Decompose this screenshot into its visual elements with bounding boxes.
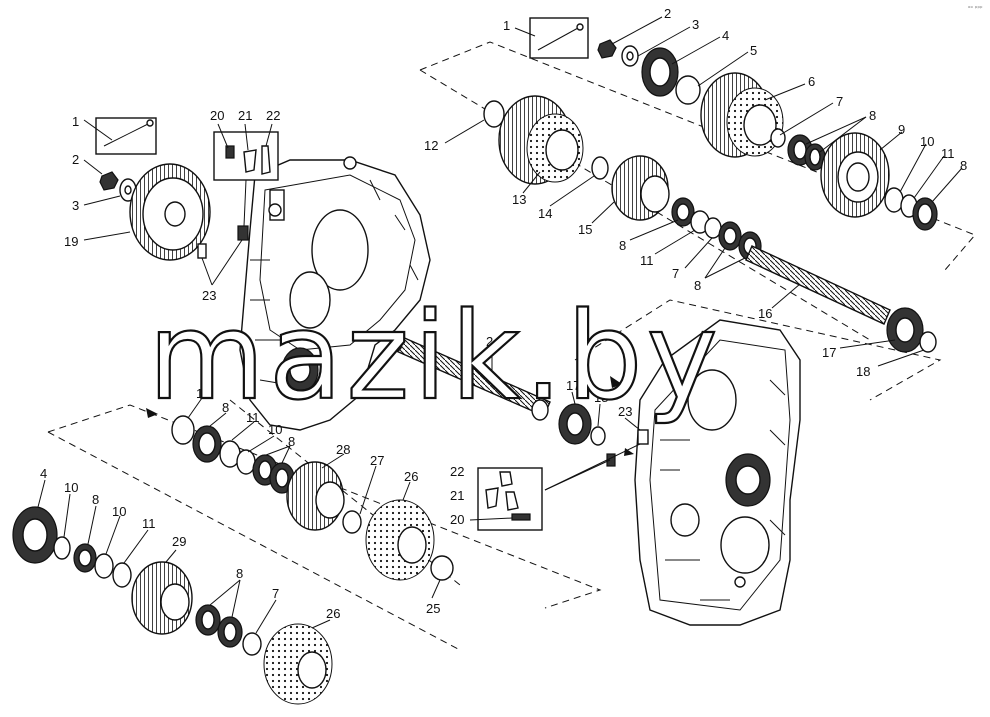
callout: 22 (266, 108, 280, 123)
callout: 8 (694, 278, 701, 293)
callout-numbers: 1 2 3 4 5 6 7 8 8 9 10 11 8 12 13 14 15 … (40, 6, 967, 621)
callout: 21 (238, 108, 252, 123)
callout: 7 (836, 94, 843, 109)
callout: 1 (72, 114, 79, 129)
corner-mark: ᵒᵒ ᵖᵖᵖ (968, 5, 983, 12)
callout: 17 (822, 345, 836, 360)
callout: 20 (450, 512, 464, 527)
callout: 2 (72, 152, 79, 167)
callout: 22 (450, 464, 464, 479)
callout: 10 (268, 422, 282, 437)
right-gearbox-housing (634, 319, 801, 626)
callout: 18 (594, 390, 608, 405)
callout: 6 (808, 74, 815, 89)
callout: 27 (370, 453, 384, 468)
callout: 23 (618, 404, 632, 419)
callout: 7 (672, 266, 679, 281)
callout: 7 (272, 586, 279, 601)
callout: 12 (196, 386, 210, 401)
callout: 2 (664, 6, 671, 21)
callout: 14 (538, 206, 552, 221)
callout: 8 (869, 108, 876, 123)
callout: 13 (512, 192, 526, 207)
left-gearbox-housing (239, 156, 431, 431)
callout: 12 (424, 138, 438, 153)
callout: 29 (172, 534, 186, 549)
callout: 11 (640, 253, 654, 268)
callout: 15 (578, 222, 592, 237)
callout: 18 (856, 364, 870, 379)
callout: 8 (288, 434, 295, 449)
callout: 8 (92, 492, 99, 507)
callout: 10 (920, 134, 934, 149)
callout: 28 (336, 442, 350, 457)
callout: 23 (202, 288, 216, 303)
callout: 1 (503, 18, 510, 33)
callout: 19 (64, 234, 78, 249)
callout: 5 (750, 43, 757, 58)
callout: 11 (246, 410, 260, 425)
leader-lines (37, 16, 963, 634)
upper-right-assembly (483, 17, 938, 353)
middle-shaft-assembly (391, 334, 649, 531)
callout: 24 (486, 334, 500, 349)
callout: 8 (960, 158, 967, 173)
watermark: mazik.by (148, 288, 722, 427)
callout: 4 (722, 28, 729, 43)
callout: 10 (64, 480, 78, 495)
callout: 3 (72, 198, 79, 213)
callout: 3 (692, 17, 699, 32)
callout: 8 (619, 238, 626, 253)
callout: 11 (142, 516, 156, 531)
callout: 4 (40, 466, 47, 481)
lower-left-assembly (12, 408, 454, 705)
callout: 20 (210, 108, 224, 123)
callout: 16 (758, 306, 772, 321)
callout: 21 (450, 488, 464, 503)
callout: 17 (566, 378, 580, 393)
callout: 10 (112, 504, 126, 519)
callout: 9 (898, 122, 905, 137)
callout: 26 (326, 606, 340, 621)
callout: 25 (426, 601, 440, 616)
callout: 8 (222, 400, 229, 415)
callout: 11 (941, 146, 955, 161)
callout: 26 (404, 469, 418, 484)
callout: 8 (236, 566, 243, 581)
